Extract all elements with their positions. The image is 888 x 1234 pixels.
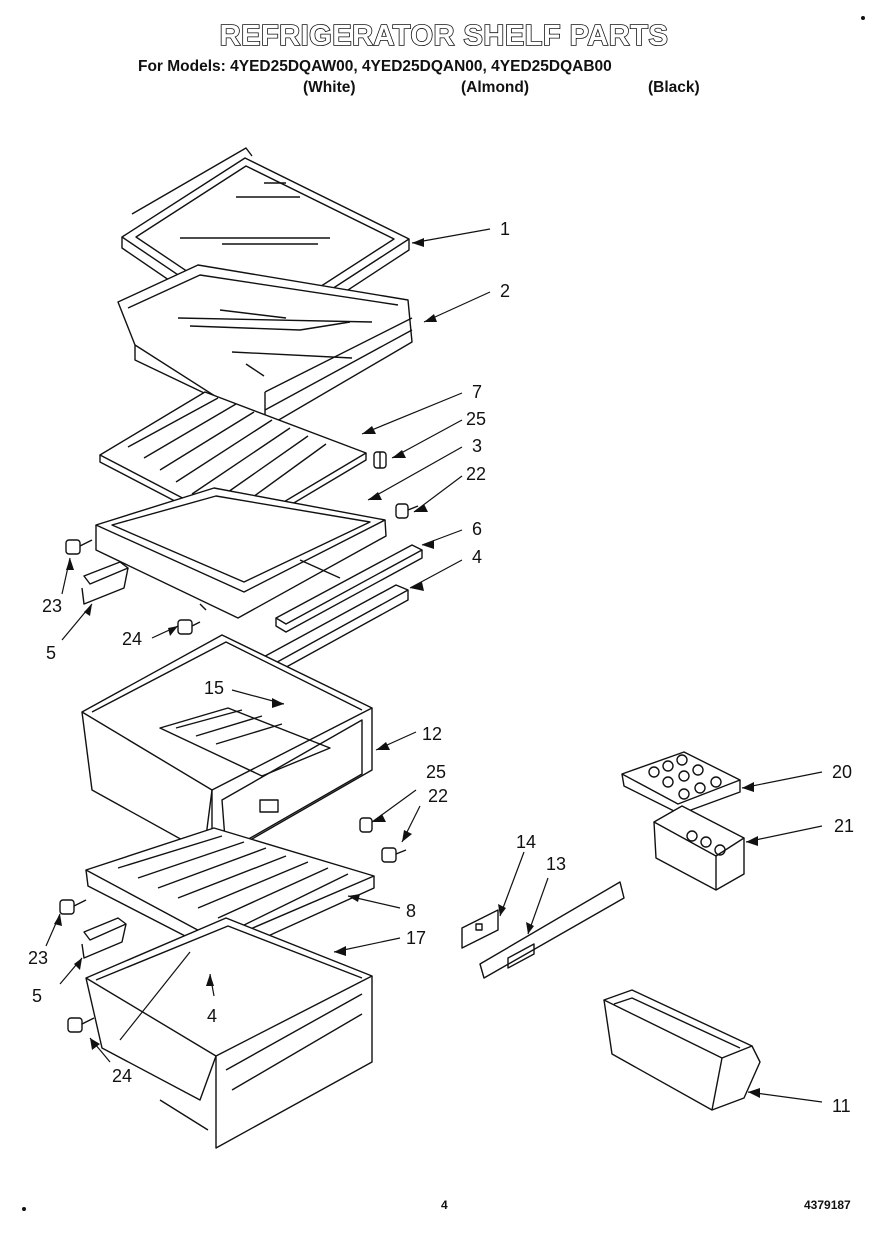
fastener-part-25-upper xyxy=(373,451,387,469)
callout-5-lower: 5 xyxy=(32,986,42,1006)
callout-11: 11 xyxy=(832,1096,851,1116)
callout-23: 23 xyxy=(42,596,62,616)
bracket-part-13 xyxy=(479,881,625,979)
callout-13: 13 xyxy=(546,854,566,874)
callout-8: 8 xyxy=(406,901,416,921)
callout-15: 15 xyxy=(204,678,224,698)
door-bin-part-11 xyxy=(603,989,761,1111)
corner-dot-top-right xyxy=(861,16,865,20)
callout-labels: 1 2 7 25 3 22 6 4 23 5 24 15 12 25 22 8 … xyxy=(28,219,854,1116)
fastener-part-23-upper xyxy=(65,539,93,555)
color-label-black: (Black) xyxy=(648,79,700,96)
crisper-frame-part-2 xyxy=(117,264,413,429)
callout-22: 22 xyxy=(466,464,486,484)
fastener-part-23-lower xyxy=(59,899,87,915)
fastener-part-25-lower xyxy=(359,817,373,833)
page-number: 4 xyxy=(441,1198,448,1212)
lower-shelf-part-8 xyxy=(85,827,375,957)
callout-6: 6 xyxy=(472,519,482,539)
callout-7: 7 xyxy=(472,382,482,402)
egg-tray-part-20 xyxy=(621,751,741,815)
callout-5: 5 xyxy=(46,643,56,663)
fastener-part-24-lower xyxy=(67,1017,95,1033)
fastener-part-24-upper xyxy=(177,619,201,635)
callout-23-lower: 23 xyxy=(28,948,48,968)
color-label-almond: (Almond) xyxy=(461,79,530,96)
fastener-part-22-upper xyxy=(395,503,419,519)
fastener-part-22-lower xyxy=(381,847,407,863)
bracket-part-14 xyxy=(461,909,499,949)
callout-12: 12 xyxy=(422,724,442,744)
callout-4-lower: 4 xyxy=(207,1006,217,1026)
shelf-frame-part-3 xyxy=(95,487,387,619)
trim-strip-part-6 xyxy=(275,544,423,633)
crisper-drawer-part-17 xyxy=(85,917,373,1149)
callout-arrowheads xyxy=(54,238,760,1098)
document-number: 4379187 xyxy=(804,1198,851,1212)
callout-1: 1 xyxy=(500,219,510,239)
diagram-title: REFRIGERATOR SHELF PARTS xyxy=(219,19,669,53)
callout-17: 17 xyxy=(406,928,426,948)
callout-14: 14 xyxy=(516,832,536,852)
color-label-white: (White) xyxy=(303,79,356,96)
callout-3: 3 xyxy=(472,436,482,456)
callout-25: 25 xyxy=(466,409,486,429)
egg-bin-part-21 xyxy=(653,805,745,891)
side-rail-part-5 xyxy=(81,561,129,605)
corner-dot-bottom-left xyxy=(22,1207,26,1211)
side-rail-part-5-lower xyxy=(81,917,127,959)
models-line: For Models: 4YED25DQAW00, 4YED25DQAN00, … xyxy=(138,58,612,75)
callout-20: 20 xyxy=(832,762,852,782)
callout-2: 2 xyxy=(500,281,510,301)
callout-24-lower: 24 xyxy=(112,1066,132,1086)
callout-24: 24 xyxy=(122,629,142,649)
callout-4: 4 xyxy=(472,547,482,567)
callout-21: 21 xyxy=(834,816,854,836)
callout-22-lower: 22 xyxy=(428,786,448,806)
callout-25-lower: 25 xyxy=(426,762,446,782)
crisper-drawer-part-12 xyxy=(81,634,373,863)
